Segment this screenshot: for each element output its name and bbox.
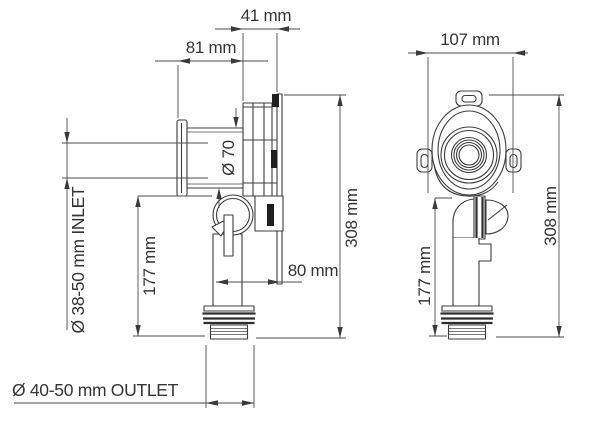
total-height-label-front: 308 mm (541, 186, 560, 246)
wall-offset-label: 80 mm (288, 261, 339, 280)
outlet-nut-front (440, 305, 494, 340)
elbow-spout (485, 199, 509, 235)
dim-tail-height-side: 177 mm (133, 195, 212, 337)
dim-tail-height-front: 177 mm (415, 197, 452, 337)
mounting-tab-right (505, 148, 522, 173)
outlet-nut-side (202, 305, 256, 340)
mounting-hook-bottom (267, 204, 274, 226)
dim-outlet: Ø 40-50 mm OUTLET (12, 345, 255, 408)
wall-plate (276, 93, 283, 285)
inlet-size-label: Ø 38-50 mm INLET (68, 186, 88, 334)
tail-pipe-front (452, 238, 492, 306)
mounting-tab-top (455, 90, 483, 107)
mounting-tab-left (416, 148, 433, 173)
socket-rings (440, 126, 498, 184)
dim-total-height-front: 308 mm (489, 94, 564, 338)
front-view: 107 mm 177 mm 308 mm (408, 30, 564, 340)
inlet-pipe (176, 119, 244, 197)
dim-total-height-side: 308 mm (256, 94, 361, 339)
elbow-dome (452, 198, 477, 239)
tail-height-label-front: 177 mm (415, 246, 434, 306)
dim-pipe-diameter: Ø 70 (216, 108, 239, 208)
outlet-size-label: Ø 40-50 mm OUTLET (12, 380, 179, 400)
trap-body-front (431, 104, 507, 197)
ball-joint (211, 194, 254, 257)
dim-inlet: Ø 38-50 mm INLET (62, 118, 208, 333)
mounting-hook-top (272, 94, 279, 107)
mounting-hook-middle (271, 150, 277, 168)
dim-wall-offset: 80 mm (216, 261, 339, 285)
dim-depth: 41 mm (215, 6, 300, 101)
tail-height-label-side: 177 mm (140, 236, 159, 296)
side-view: 41 mm 81 mm Ø 70 Ø 38-50 mm INLET (12, 6, 361, 408)
dim-projection-label: 81 mm (186, 38, 237, 57)
total-height-label-side: 308 mm (342, 188, 361, 248)
dip-tube (223, 214, 234, 257)
dim-depth-label: 41 mm (241, 6, 292, 25)
fixing-width-label: 107 mm (440, 30, 500, 49)
elbow-front (452, 195, 509, 240)
pipe-diameter-label: Ø 70 (219, 140, 238, 176)
dim-projection: 81 mm (155, 38, 268, 118)
dim-fixing-width: 107 mm (408, 30, 528, 193)
body-cap-seam (433, 163, 499, 197)
